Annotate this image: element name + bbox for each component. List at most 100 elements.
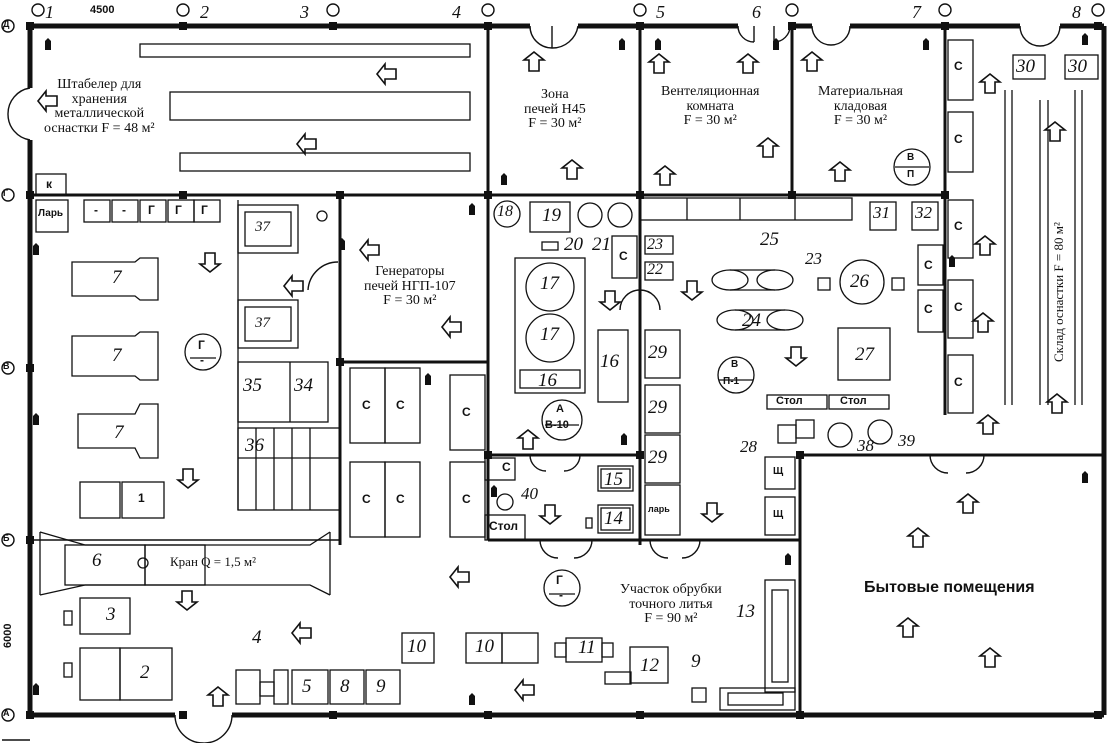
equip-29b: 29 [648,397,667,418]
label-g-2: Г [175,203,182,217]
label-s-3: С [362,492,371,506]
equip-29c: 29 [648,447,667,468]
axis-label-a: А [3,708,10,718]
axis-label-g: Г [3,188,9,198]
equip-10b: 10 [475,636,494,657]
equip-3: 3 [106,604,116,625]
equip-4: 4 [252,627,262,648]
outer-walls [27,23,1107,718]
dimension-left: 6000 [2,623,14,648]
equip-16b: 16 [600,351,619,372]
axis-label-v: В [3,361,10,371]
label-g-4: Г [198,338,205,352]
crane-label: Кран Q = 1,5 м² [170,554,256,569]
equip-30b: 30 [1068,56,1087,77]
label-lar-2: ларь [648,504,670,514]
equip-9b: 9 [691,651,701,672]
label-dash-3: - [200,353,204,367]
axis-label-1: 1 [45,2,54,22]
room-zona: Зона печей Н45 F = 30 м² [524,87,586,132]
label-s-13: С [924,302,933,316]
equip-37a: 37 [255,219,270,235]
label-dash-4: - [559,588,563,602]
room-vent: Вентеляционная комната F = 30 м² [661,84,760,129]
label-s-6: С [462,492,471,506]
label-s-10: С [954,132,963,146]
equip-29a: 29 [648,342,667,363]
equip-12: 12 [640,655,659,676]
equip-37b: 37 [255,315,270,331]
equip-16a: 16 [538,370,557,391]
storage-racks [35,39,1099,711]
room-obrubka-line1: Участок обрубки [620,582,722,597]
equip-13: 13 [736,601,755,622]
equip-40: 40 [521,484,538,503]
label-p1: П-1 [723,376,740,387]
label-a: А [556,403,564,415]
label-stol-2: Стол [776,395,803,407]
equip-39: 39 [898,431,915,450]
label-v-2: В [907,152,915,163]
label-s-11: С [954,219,963,233]
room-sklad: Склад оснастки F = 80 м² [1051,222,1066,362]
equip-36: 36 [245,435,264,456]
room-obrubka-line2: точного литья [629,596,713,612]
axis-label-7: 7 [912,2,921,22]
room-zona-line1: Зона [540,87,569,102]
equip-20: 20 [564,234,583,255]
room-zona-line2: печей Н45 [524,101,586,117]
room-vent-line2: комната [686,98,734,114]
axis-label-d: Д [3,19,10,29]
label-s-14: С [954,300,963,314]
label-dash-2: - [122,203,126,217]
equip-21: 21 [592,234,611,255]
equip-5: 5 [302,676,312,697]
equip-31: 31 [873,203,890,222]
equip-34: 34 [294,375,313,396]
axis-label-5: 5 [656,2,665,22]
label-v-1: В [731,359,739,370]
room-gen-line3: F = 30 м² [383,293,437,309]
axis-label-3: 3 [300,2,309,22]
equip-25: 25 [760,229,779,250]
label-k: к [46,177,53,191]
room-gen-line1: Генераторы [375,264,445,279]
room-stabeler-line1: Штабелер для [57,77,142,92]
room-gen-line2: печей НГП-107 [364,278,456,294]
equip-26: 26 [850,271,869,292]
equip-35: 35 [243,375,262,396]
equip-14: 14 [604,508,623,529]
axis-label-2: 2 [200,2,209,22]
label-stol-3: Стол [840,395,867,407]
equip-32: 32 [915,203,932,222]
axis-markers [1,3,1105,741]
dimension-top: 4500 [90,4,115,16]
room-stabeler-line2: хранения [71,91,127,107]
label-p: П [907,169,915,180]
label-s-7: С [502,460,511,474]
room-mat-line1: Материальная [818,84,903,99]
label-s-12: С [924,258,933,272]
equip-7a: 7 [112,267,122,288]
room-obrubka: Участок обрубки точного литья F = 90 м² [620,582,722,627]
equip-17a: 17 [540,273,559,294]
label-s-9: С [954,59,963,73]
equip-22: 22 [647,261,663,278]
equip-9a: 9 [376,676,386,697]
room-zona-line3: F = 30 м² [528,116,582,132]
equip-2: 2 [140,662,150,683]
equip-28: 28 [740,437,757,456]
room-vent-line3: F = 30 м² [683,113,737,129]
equip-7b: 7 [112,345,122,366]
equip-23b: 23 [805,249,822,268]
axis-label-4: 4 [452,2,461,22]
label-s-2: С [396,398,405,412]
room-stabeler-line4: оснастки F = 48 м² [44,121,155,137]
equip-24: 24 [742,310,761,331]
label-s-5: С [462,405,471,419]
label-sch-1: Щ [773,466,784,477]
room-vent-line1: Вентеляционная [661,84,760,99]
room-mat: Материальная кладовая F = 30 м² [818,84,903,129]
equip-27: 27 [855,344,874,365]
